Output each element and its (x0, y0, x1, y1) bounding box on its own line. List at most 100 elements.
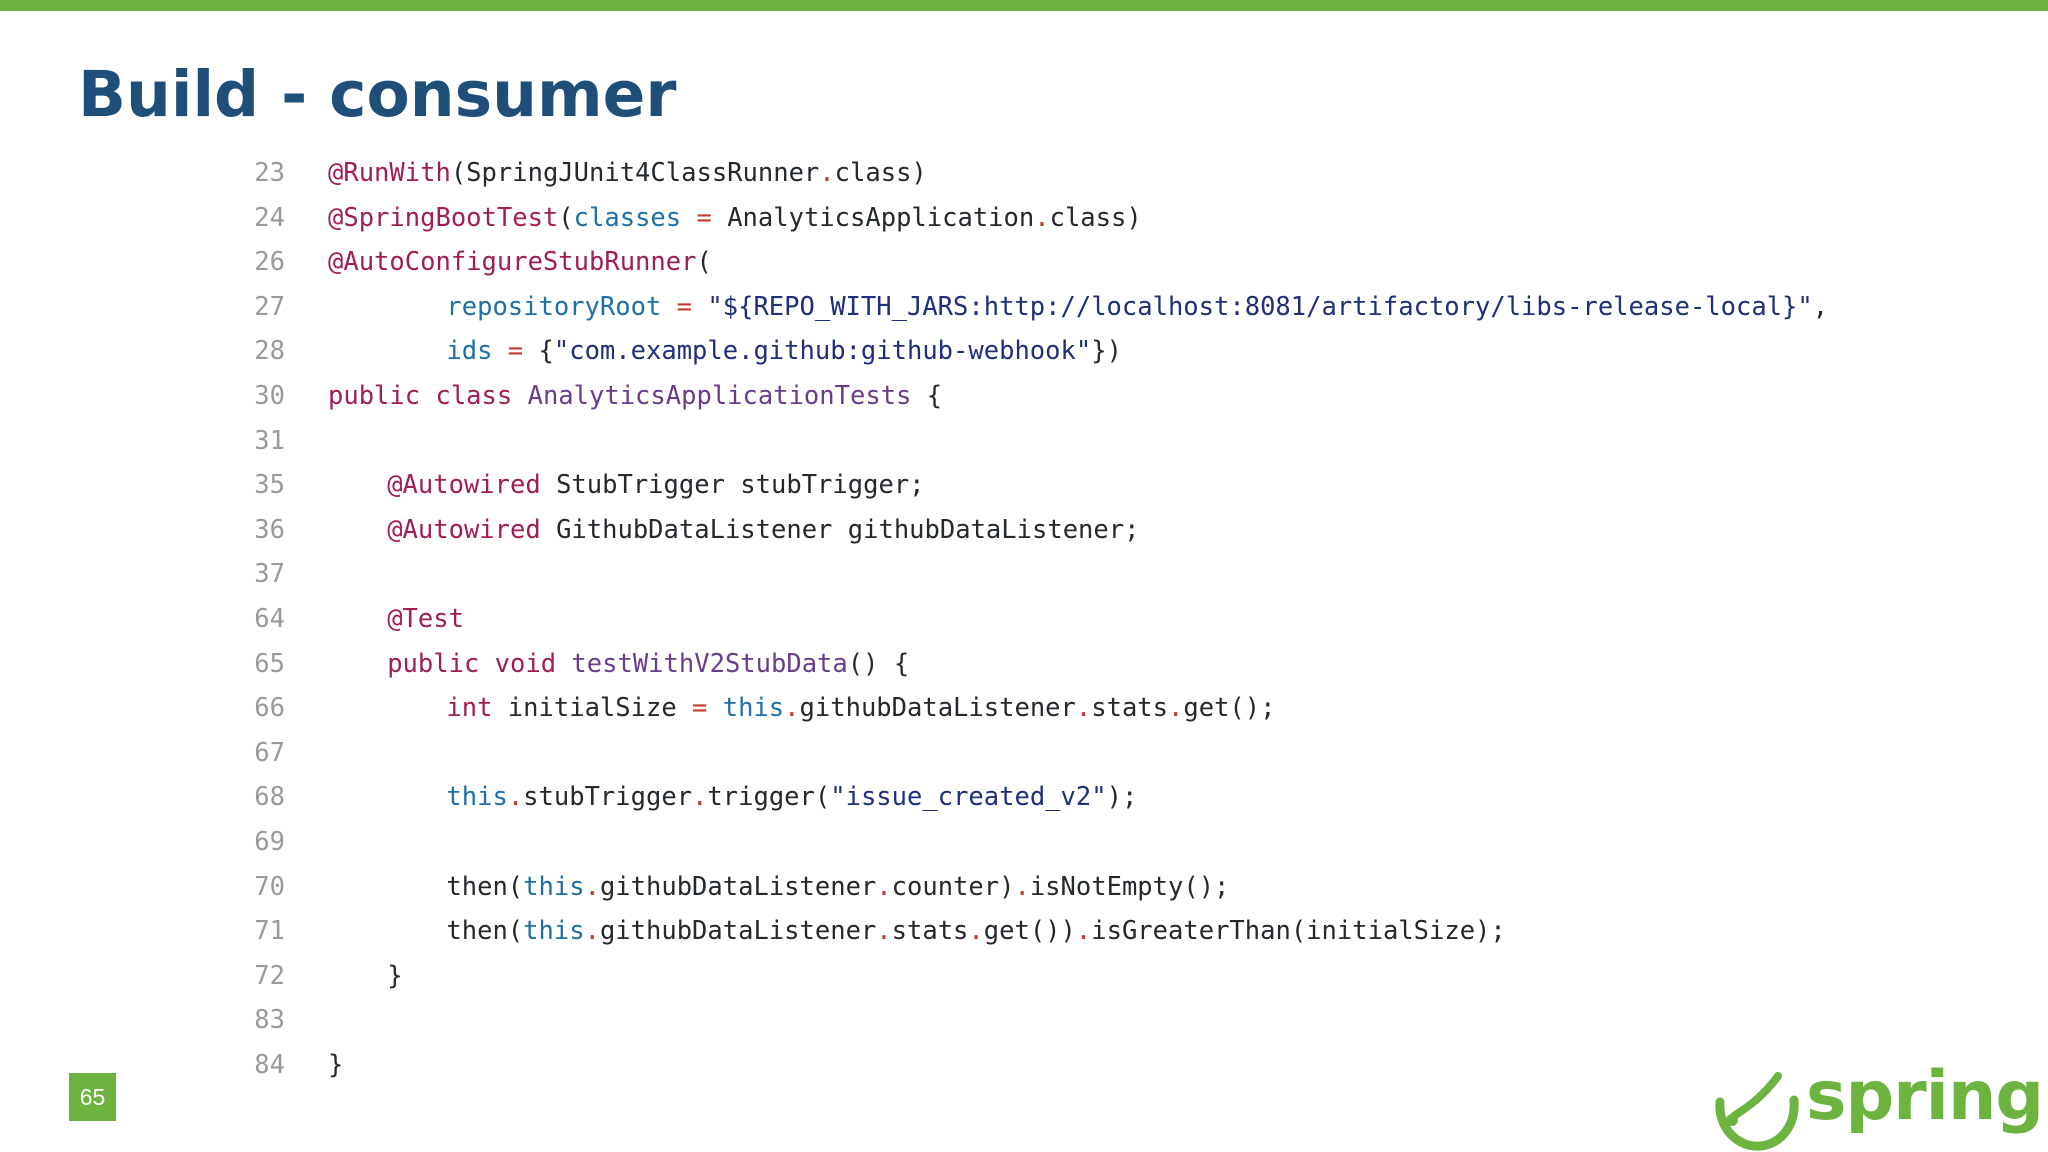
code-line: 24 @SpringBootTest(classes = AnalyticsApp… (0, 196, 2048, 241)
code-token: githubDataListener (599, 871, 877, 902)
code-token: public class (328, 380, 528, 411)
code-token: = (492, 336, 539, 367)
code-token: . (968, 916, 984, 947)
code-text: @Test (387, 597, 464, 642)
code-token: ( (558, 202, 574, 233)
code-token: @Autowired (387, 470, 541, 501)
line-number: 72 (254, 960, 285, 991)
line-number: 84 (254, 1049, 285, 1080)
code-text: } (328, 1043, 343, 1088)
code-token: . (1014, 871, 1030, 902)
line-number: 68 (254, 782, 285, 813)
code-line: 28 ids = {"com.example.github:github-webh… (0, 329, 2048, 374)
code-text: then(this.githubDataListener.counter).is… (446, 865, 1229, 910)
code-token: . (507, 782, 524, 813)
code-token: () { (847, 648, 910, 679)
code-line: 35 @Autowired StubTrigger stubTrigger; (0, 463, 2048, 508)
code-token: repositoryRoot (446, 291, 662, 322)
code-token: @Autowired (387, 514, 541, 545)
code-text: then(this.githubDataListener.stats.get()… (446, 909, 1505, 954)
line-number: 31 (254, 425, 285, 456)
code-token: stats (1091, 693, 1168, 724)
line-number: 35 (254, 470, 285, 501)
code-token: trigger( (707, 782, 831, 813)
code-token: { (538, 336, 554, 367)
code-token: @SpringBootTest (328, 202, 559, 233)
line-number: 26 (254, 247, 285, 278)
code-token: . (876, 916, 892, 947)
code-text: int initialSize = this.githubDataListene… (446, 686, 1275, 731)
code-text: @Autowired GithubDataListener githubData… (387, 508, 1139, 553)
code-line: 72} (0, 954, 2048, 999)
code-token: "${REPO_WITH_JARS:http://localhost:8081/… (707, 291, 1813, 322)
code-token: }) (1091, 336, 1122, 367)
code-token: . (584, 871, 600, 902)
code-text: this.stubTrigger.trigger("issue_created_… (446, 775, 1137, 820)
code-line: 31 (0, 419, 2048, 464)
code-text: @SpringBootTest(classes = AnalyticsAppli… (328, 196, 1142, 241)
code-token: StubTrigger stubTrigger; (540, 470, 925, 501)
code-token: initialSize (492, 693, 677, 724)
code-token: counter) (891, 871, 1015, 902)
line-number: 23 (254, 158, 285, 188)
code-token: @AutoConfigureStubRunner (328, 247, 697, 278)
code-token: @Test (387, 603, 464, 634)
line-number: 24 (254, 202, 285, 233)
code-token: stats (891, 916, 969, 947)
code-token: . (784, 693, 800, 724)
line-number: 28 (254, 336, 285, 367)
code-token: "com.example.github:github-webhook" (553, 336, 1092, 367)
code-token: githubDataListener (799, 693, 1076, 724)
code-token: ids (446, 336, 493, 367)
code-text: repositoryRoot = "${REPO_WITH_JARS:http:… (446, 285, 1828, 330)
code-text: @RunWith(SpringJUnit4ClassRunner.class) (328, 151, 927, 196)
code-token: = (661, 291, 708, 322)
line-number: 66 (254, 693, 285, 724)
code-token: . (692, 782, 708, 813)
code-token: AnalyticsApplicationTests (527, 380, 912, 411)
code-line: 66 int initialSize = this.githubDataListe… (0, 686, 2048, 731)
top-accent-bar (0, 0, 2048, 11)
code-token: } (387, 960, 403, 991)
code-token: { (911, 380, 943, 411)
code-line: 67 (0, 731, 2048, 776)
spring-logo: spring (1712, 1057, 2044, 1152)
code-token: . (584, 916, 600, 947)
code-token: get()) (983, 916, 1076, 947)
code-token: then( (446, 871, 524, 902)
code-token: isNotEmpty(); (1029, 871, 1230, 902)
code-line: 64@Test (0, 597, 2048, 642)
slide-title: Build - consumer (78, 58, 677, 131)
code-token: testWithV2StubData (571, 648, 848, 679)
spring-leaf-icon (1715, 1072, 1799, 1151)
code-token: class) (1049, 202, 1142, 233)
code-token: int (446, 693, 493, 724)
code-token: , (1812, 291, 1829, 322)
code-block: 23 @RunWith(SpringJUnit4ClassRunner.class… (0, 151, 2048, 1087)
line-number: 36 (254, 514, 285, 545)
code-token: githubDataListener (599, 916, 877, 947)
code-line: 84} (0, 1043, 2048, 1088)
code-token: AnalyticsApplication (727, 202, 1035, 233)
code-text: public void testWithV2StubData() { (387, 642, 909, 687)
code-token: @RunWith (328, 158, 451, 188)
line-number: 65 (254, 648, 285, 679)
code-line: 37 (0, 552, 2048, 597)
code-line: 68 this.stubTrigger.trigger("issue_create… (0, 775, 2048, 820)
code-text: ids = {"com.example.github:github-webhoo… (446, 329, 1122, 374)
code-token: ( (696, 247, 712, 278)
code-line: 26 @AutoConfigureStubRunner( (0, 240, 2048, 285)
code-text: @AutoConfigureStubRunner( (328, 240, 712, 285)
code-token: this (523, 871, 585, 902)
code-token: get(); (1183, 693, 1276, 724)
line-number: 71 (254, 916, 285, 947)
code-token: } (328, 1049, 344, 1080)
code-token: classes (573, 202, 682, 233)
spring-logo-wordmark: spring (1806, 1057, 2044, 1136)
code-line: 83 (0, 998, 2048, 1043)
code-token: class) (834, 158, 927, 188)
code-text: @Autowired StubTrigger stubTrigger; (387, 463, 924, 508)
code-token: this (523, 916, 585, 947)
